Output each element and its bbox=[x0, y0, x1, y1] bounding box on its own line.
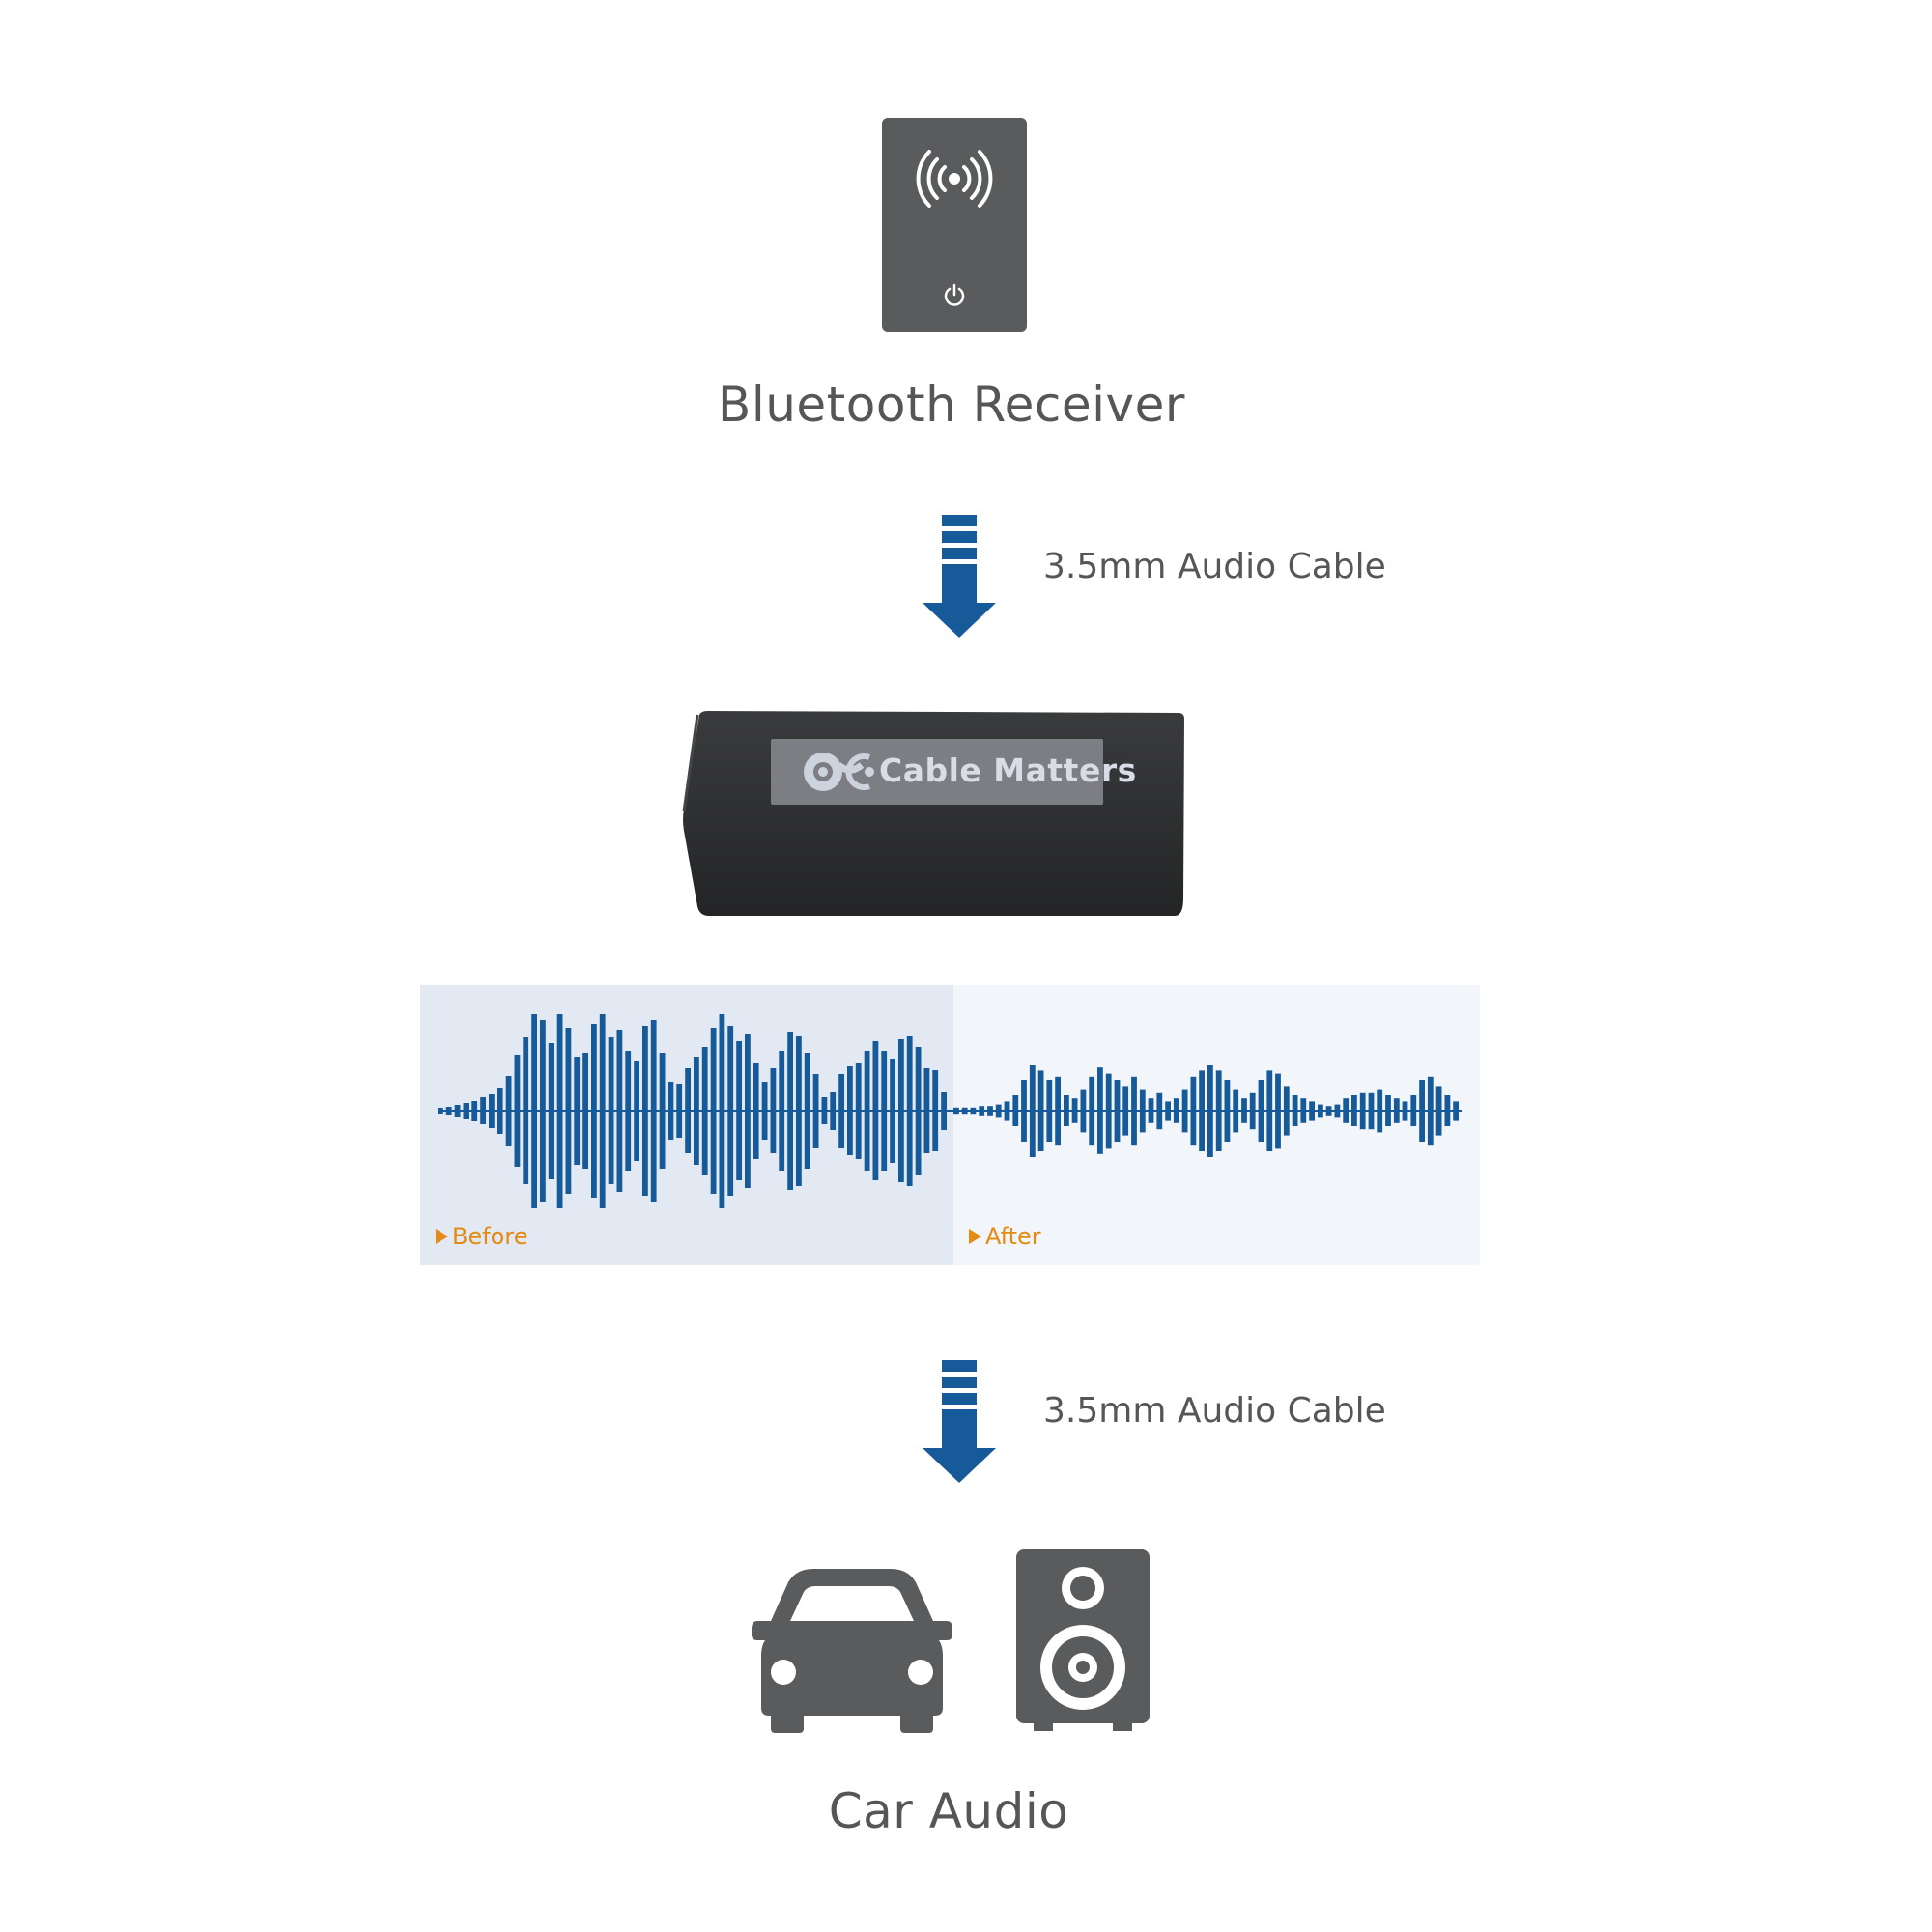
down-arrow-icon bbox=[923, 1360, 996, 1483]
audio-waveform bbox=[438, 1014, 1462, 1208]
ground-loop-isolator-device bbox=[682, 711, 1184, 916]
play-triangle-icon bbox=[969, 1229, 981, 1244]
after-tag: After bbox=[969, 1223, 1041, 1250]
play-triangle-icon bbox=[436, 1229, 448, 1244]
after-label: After bbox=[985, 1223, 1041, 1250]
speaker-icon bbox=[1016, 1549, 1150, 1731]
cable-matters-logo bbox=[804, 753, 874, 791]
receiver-title: Bluetooth Receiver bbox=[718, 377, 1185, 433]
car-icon bbox=[752, 1569, 952, 1733]
before-tag: Before bbox=[436, 1223, 527, 1250]
before-label: Before bbox=[452, 1223, 528, 1250]
bluetooth-receiver-device bbox=[882, 118, 1027, 332]
output-title: Car Audio bbox=[828, 1783, 1069, 1839]
down-arrow-icon bbox=[923, 515, 996, 638]
wireless-signal-icon bbox=[916, 150, 993, 208]
cable-label: 3.5mm Audio Cable bbox=[1043, 547, 1386, 586]
power-icon bbox=[944, 283, 965, 306]
brand-name: Cable Matters bbox=[879, 752, 1137, 789]
cable-label: 3.5mm Audio Cable bbox=[1043, 1391, 1386, 1431]
